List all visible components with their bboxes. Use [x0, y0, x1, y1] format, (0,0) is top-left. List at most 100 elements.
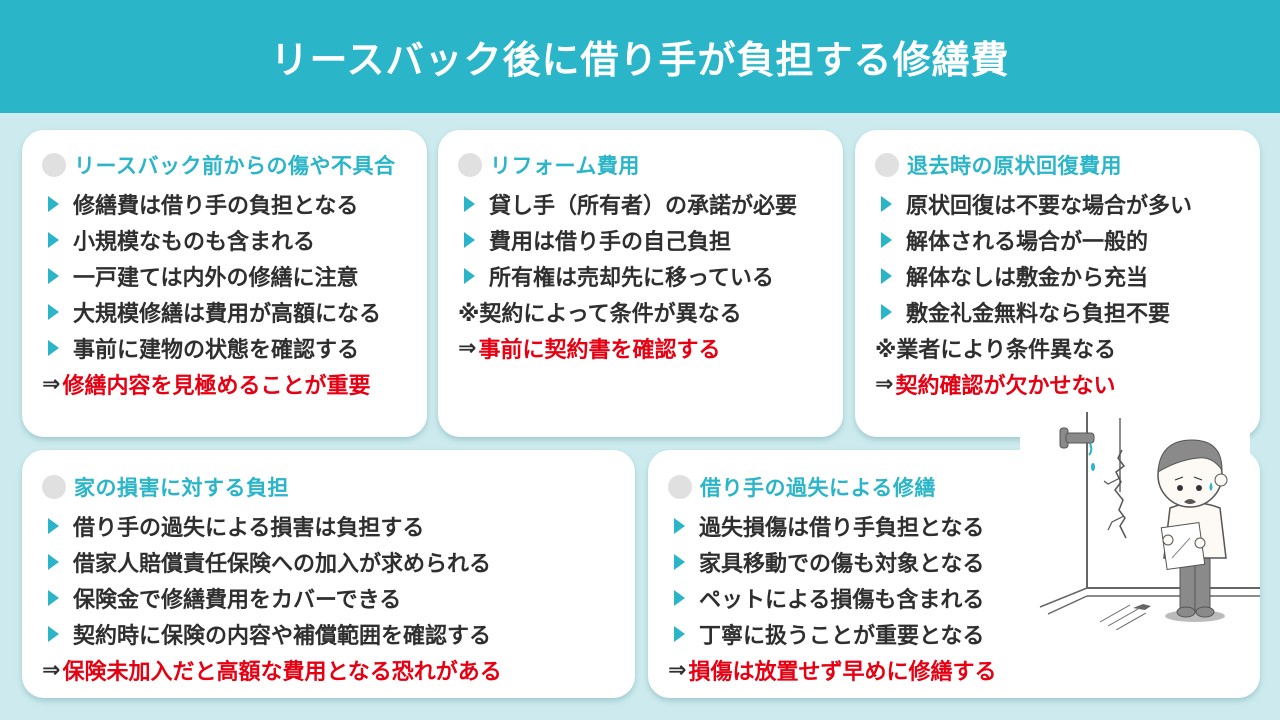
circle-bullet-icon	[42, 475, 66, 499]
conclusion-text: 保険未加入だと高額な費用となる恐れがある	[62, 660, 502, 685]
list-item: 事前に建物の状態を確認する	[42, 330, 427, 366]
item-text: 修繕費は借り手の負担となる	[73, 194, 359, 219]
list-item: 借家人賠償責任保険への加入が求められる	[42, 544, 635, 580]
item-text: 借り手の過失による損害は負担する	[73, 516, 425, 541]
card-header: リースバック前からの傷や不具合	[42, 150, 427, 180]
list-item: 貸し手（所有者）の承諾が必要	[458, 186, 843, 222]
item-text: 大規模修繕は費用が高額になる	[73, 302, 382, 327]
triangle-bullet-icon	[674, 626, 685, 642]
list-item: 小規模なものも含まれる	[42, 222, 427, 258]
list-item: 借り手の過失による損害は負担する	[42, 508, 635, 544]
list-item: 丁寧に扱うことが重要となる	[668, 616, 1260, 652]
item-text: 解体なしは敷金から充当	[906, 266, 1149, 291]
item-text: 敷金礼金無料なら負担不要	[906, 302, 1171, 327]
conclusion: ⇒修繕内容を見極めることが重要	[42, 366, 427, 402]
item-text: 所有権は売却先に移っている	[489, 266, 774, 291]
item-text: 解体される場合が一般的	[906, 230, 1149, 255]
list-item: 敷金礼金無料なら負担不要	[875, 294, 1260, 330]
item-text: 保険金で修繕費用をカバーできる	[73, 588, 402, 613]
list-item: 過失損傷は借り手負担となる	[668, 508, 1260, 544]
conclusion: ⇒契約確認が欠かせない	[875, 366, 1260, 402]
triangle-bullet-icon	[881, 196, 892, 212]
item-text: 一戸建ては内外の修繕に注意	[73, 266, 359, 291]
illustration-worried-tenant	[1020, 400, 1268, 631]
triangle-bullet-icon	[881, 304, 892, 320]
card-title: リフォーム費用	[490, 154, 640, 178]
list-item: 所有権は売却先に移っている	[458, 258, 843, 294]
triangle-bullet-icon	[48, 340, 59, 356]
triangle-bullet-icon	[48, 518, 59, 534]
triangle-bullet-icon	[48, 268, 59, 284]
card-restoration-cost: 退去時の原状回復費用 原状回復は不要な場合が多い 解体される場合が一般的 解体な…	[855, 130, 1260, 437]
conclusion-text: 損傷は放置せず早めに修繕する	[688, 660, 997, 685]
item-text: 家具移動での傷も対象となる	[699, 552, 985, 577]
double-arrow-icon: ⇒	[458, 335, 477, 361]
triangle-bullet-icon	[48, 304, 59, 320]
triangle-bullet-icon	[881, 268, 892, 284]
card-header: リフォーム費用	[458, 150, 843, 180]
triangle-bullet-icon	[464, 196, 475, 212]
page-title: リースバック後に借り手が負担する修繕費	[270, 38, 1010, 82]
list-item: 家具移動での傷も対象となる	[668, 544, 1260, 580]
double-arrow-icon: ⇒	[668, 657, 687, 683]
circle-bullet-icon	[668, 475, 692, 499]
item-text: 過失損傷は借り手負担となる	[699, 516, 985, 541]
conclusion-text: 事前に契約書を確認する	[478, 338, 721, 363]
item-text: 原状回復は不要な場合が多い	[906, 194, 1193, 219]
item-text: 丁寧に扱うことが重要となる	[699, 624, 985, 649]
note: ※契約によって条件が異なる	[458, 302, 742, 327]
double-arrow-icon: ⇒	[42, 657, 61, 683]
item-text: 事前に建物の状態を確認する	[73, 338, 360, 363]
list-item: 解体される場合が一般的	[875, 222, 1260, 258]
item-text: ペットによる損傷も含まれる	[699, 588, 985, 613]
card-title: 家の損害に対する負担	[74, 476, 289, 500]
card-title: 借り手の過失による修繕	[700, 476, 936, 500]
triangle-bullet-icon	[674, 518, 685, 534]
conclusion-text: 修繕内容を見極めることが重要	[62, 374, 371, 399]
list-item: ペットによる損傷も含まれる	[668, 580, 1260, 616]
title-bar: リースバック後に借り手が負担する修繕費	[0, 0, 1280, 113]
card-header: 退去時の原状回復費用	[875, 150, 1260, 180]
item-text: 借家人賠償責任保険への加入が求められる	[73, 552, 492, 577]
conclusion-text: 契約確認が欠かせない	[895, 374, 1116, 399]
circle-bullet-icon	[875, 153, 899, 177]
triangle-bullet-icon	[48, 196, 59, 212]
conclusion: ⇒事前に契約書を確認する	[458, 330, 843, 366]
triangle-bullet-icon	[48, 626, 59, 642]
item-text: 契約時に保険の内容や補償範囲を確認する	[73, 624, 492, 649]
list-item: 費用は借り手の自己負担	[458, 222, 843, 258]
circle-bullet-icon	[42, 153, 66, 177]
item-text: 小規模なものも含まれる	[73, 230, 316, 255]
triangle-bullet-icon	[464, 232, 475, 248]
conclusion: ⇒損傷は放置せず早めに修繕する	[668, 652, 1260, 688]
list-item: 修繕費は借り手の負担となる	[42, 186, 427, 222]
conclusion: ⇒保険未加入だと高額な費用となる恐れがある	[42, 652, 635, 688]
list-item: 保険金で修繕費用をカバーできる	[42, 580, 635, 616]
worried-tenant-icon	[1020, 412, 1268, 631]
list-item: 原状回復は不要な場合が多い	[875, 186, 1260, 222]
double-arrow-icon: ⇒	[875, 371, 894, 397]
list-item: 契約時に保険の内容や補償範囲を確認する	[42, 616, 635, 652]
note: ※業者により条件異なる	[875, 338, 1116, 363]
list-item: 一戸建ては内外の修繕に注意	[42, 258, 427, 294]
double-arrow-icon: ⇒	[42, 371, 61, 397]
list-item: 解体なしは敷金から充当	[875, 258, 1260, 294]
card-header: 借り手の過失による修繕	[668, 472, 1260, 502]
card-house-damage: 家の損害に対する負担 借り手の過失による損害は負担する 借家人賠償責任保険への加…	[22, 450, 635, 698]
triangle-bullet-icon	[674, 554, 685, 570]
triangle-bullet-icon	[464, 268, 475, 284]
card-pre-existing-damage: リースバック前からの傷や不具合 修繕費は借り手の負担となる 小規模なものも含まれ…	[22, 130, 427, 437]
list-item: 大規模修繕は費用が高額になる	[42, 294, 427, 330]
triangle-bullet-icon	[48, 232, 59, 248]
triangle-bullet-icon	[674, 590, 685, 606]
card-title: リースバック前からの傷や不具合	[74, 154, 396, 178]
circle-bullet-icon	[458, 153, 482, 177]
triangle-bullet-icon	[881, 232, 892, 248]
item-text: 貸し手（所有者）の承諾が必要	[489, 194, 798, 219]
card-renovation-cost: リフォーム費用 貸し手（所有者）の承諾が必要 費用は借り手の自己負担 所有権は売…	[438, 130, 843, 437]
item-text: 費用は借り手の自己負担	[489, 230, 732, 255]
card-header: 家の損害に対する負担	[42, 472, 635, 502]
triangle-bullet-icon	[48, 554, 59, 570]
triangle-bullet-icon	[48, 590, 59, 606]
card-title: 退去時の原状回復費用	[907, 154, 1122, 178]
